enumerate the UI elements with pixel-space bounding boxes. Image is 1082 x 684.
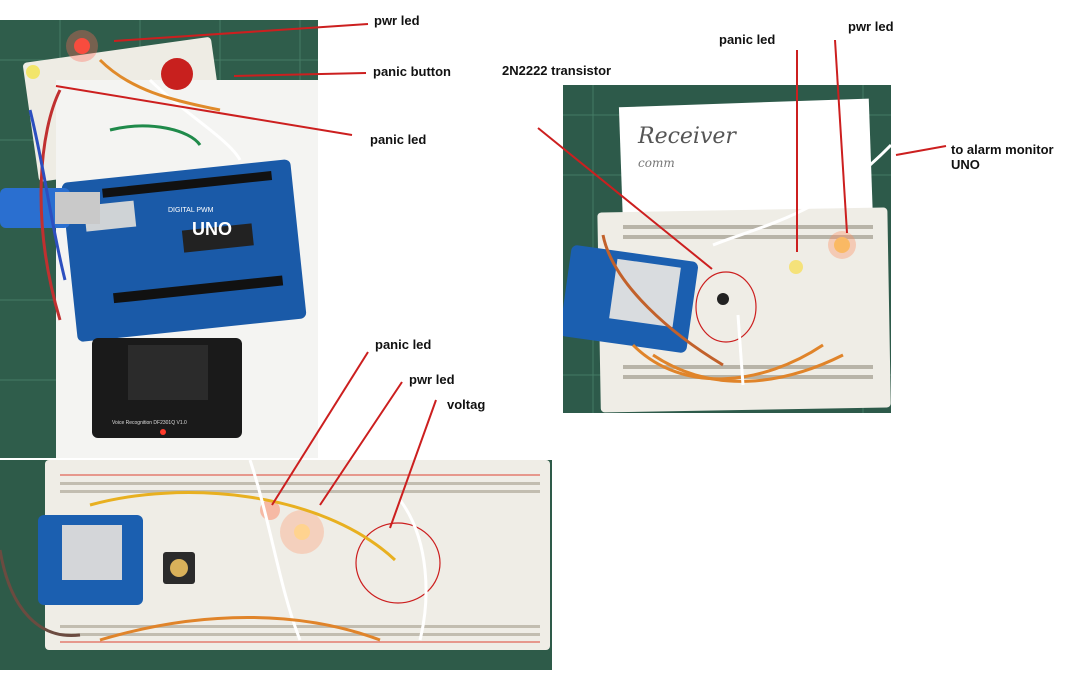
uno-small-text: DIGITAL PWM bbox=[168, 207, 214, 214]
photo-receiver-drawing: Receiver comm bbox=[563, 85, 891, 413]
panic-led-transmitter bbox=[294, 524, 310, 540]
line-panic-button bbox=[233, 72, 367, 77]
label-pwr-led-2: pwr led bbox=[848, 19, 894, 34]
receiver-paper-note bbox=[618, 98, 873, 228]
voice-module-text: Voice Recognition DF2301Q V1.0 bbox=[112, 420, 187, 426]
photo-transmitter-breadboard-drawing bbox=[0, 460, 552, 670]
voltage-divider-circle bbox=[355, 522, 441, 604]
transistor-highlight-circle bbox=[695, 271, 757, 343]
photo-transmitter-breadboard bbox=[0, 460, 552, 670]
panic-button-cap bbox=[161, 58, 193, 90]
line-panic-led-3 bbox=[271, 351, 369, 506]
pwr-led-red bbox=[74, 38, 90, 54]
label-alarm-monitor: to alarm monitor UNO bbox=[951, 142, 1054, 172]
label-transistor: 2N2222 transistor bbox=[502, 63, 612, 78]
photo-uno-transmitter-drawing: UNO DIGITAL PWM Voice Recognition DF2301… bbox=[0, 20, 318, 458]
pwr-led-receiver bbox=[834, 237, 850, 253]
receiver-note-text: Receiver bbox=[637, 124, 737, 149]
label-panic-button: panic button bbox=[373, 64, 451, 79]
main-breadboard bbox=[45, 460, 550, 650]
line-panic-led-1 bbox=[55, 85, 353, 136]
line-voltage bbox=[389, 399, 437, 529]
line-pwr-led-1 bbox=[113, 23, 369, 42]
label-pwr-led-1: pwr led bbox=[374, 13, 420, 28]
label-panic-led-2: panic led bbox=[719, 32, 776, 47]
label-panic-led-3: panic led bbox=[375, 337, 432, 352]
line-transistor bbox=[537, 127, 713, 270]
photo-receiver: Receiver comm bbox=[563, 85, 891, 413]
panic-led-receiver bbox=[789, 260, 803, 274]
receiver-note-sub: comm bbox=[638, 156, 675, 170]
uno-logo-text: UNO bbox=[192, 219, 232, 239]
line-pwr-led-3 bbox=[319, 381, 403, 506]
photo-uno-transmitter: UNO DIGITAL PWM Voice Recognition DF2301… bbox=[0, 20, 318, 458]
line-alarm-monitor bbox=[895, 145, 947, 156]
label-panic-led-1: panic led bbox=[370, 132, 427, 147]
label-pwr-led-3: pwr led bbox=[409, 372, 455, 387]
line-pwr-led-2 bbox=[834, 39, 848, 234]
label-voltage: voltag bbox=[447, 397, 486, 412]
pwr-led-yellow bbox=[26, 65, 40, 79]
